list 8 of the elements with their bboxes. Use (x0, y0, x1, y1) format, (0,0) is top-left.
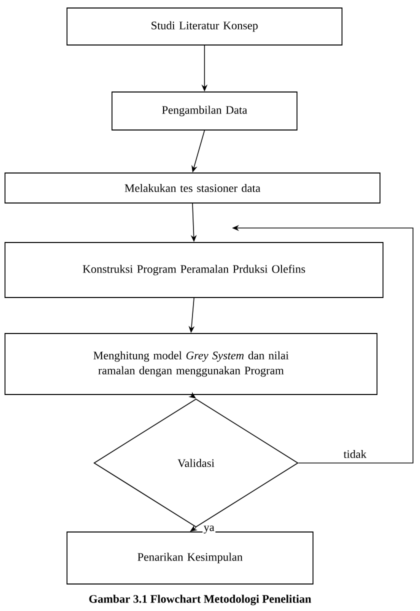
process-box: Menghitung model Grey System dan nilai ramalan dengan menggunakan Program (4, 333, 378, 395)
process-box: Melakukan tes stasioner data (4, 172, 380, 204)
edge-label: tidak (342, 448, 368, 460)
process-box: Studi Literatur Konsep (66, 8, 342, 46)
edge-label: ya (202, 524, 216, 534)
process-box: Pengambilan Data (112, 92, 298, 130)
process-box: Konstruksi Program Peramalan Prduksi Olefins (4, 242, 384, 298)
caption: Gambar 3.1 Flowchart Metodologi Penelitian (89, 594, 312, 606)
